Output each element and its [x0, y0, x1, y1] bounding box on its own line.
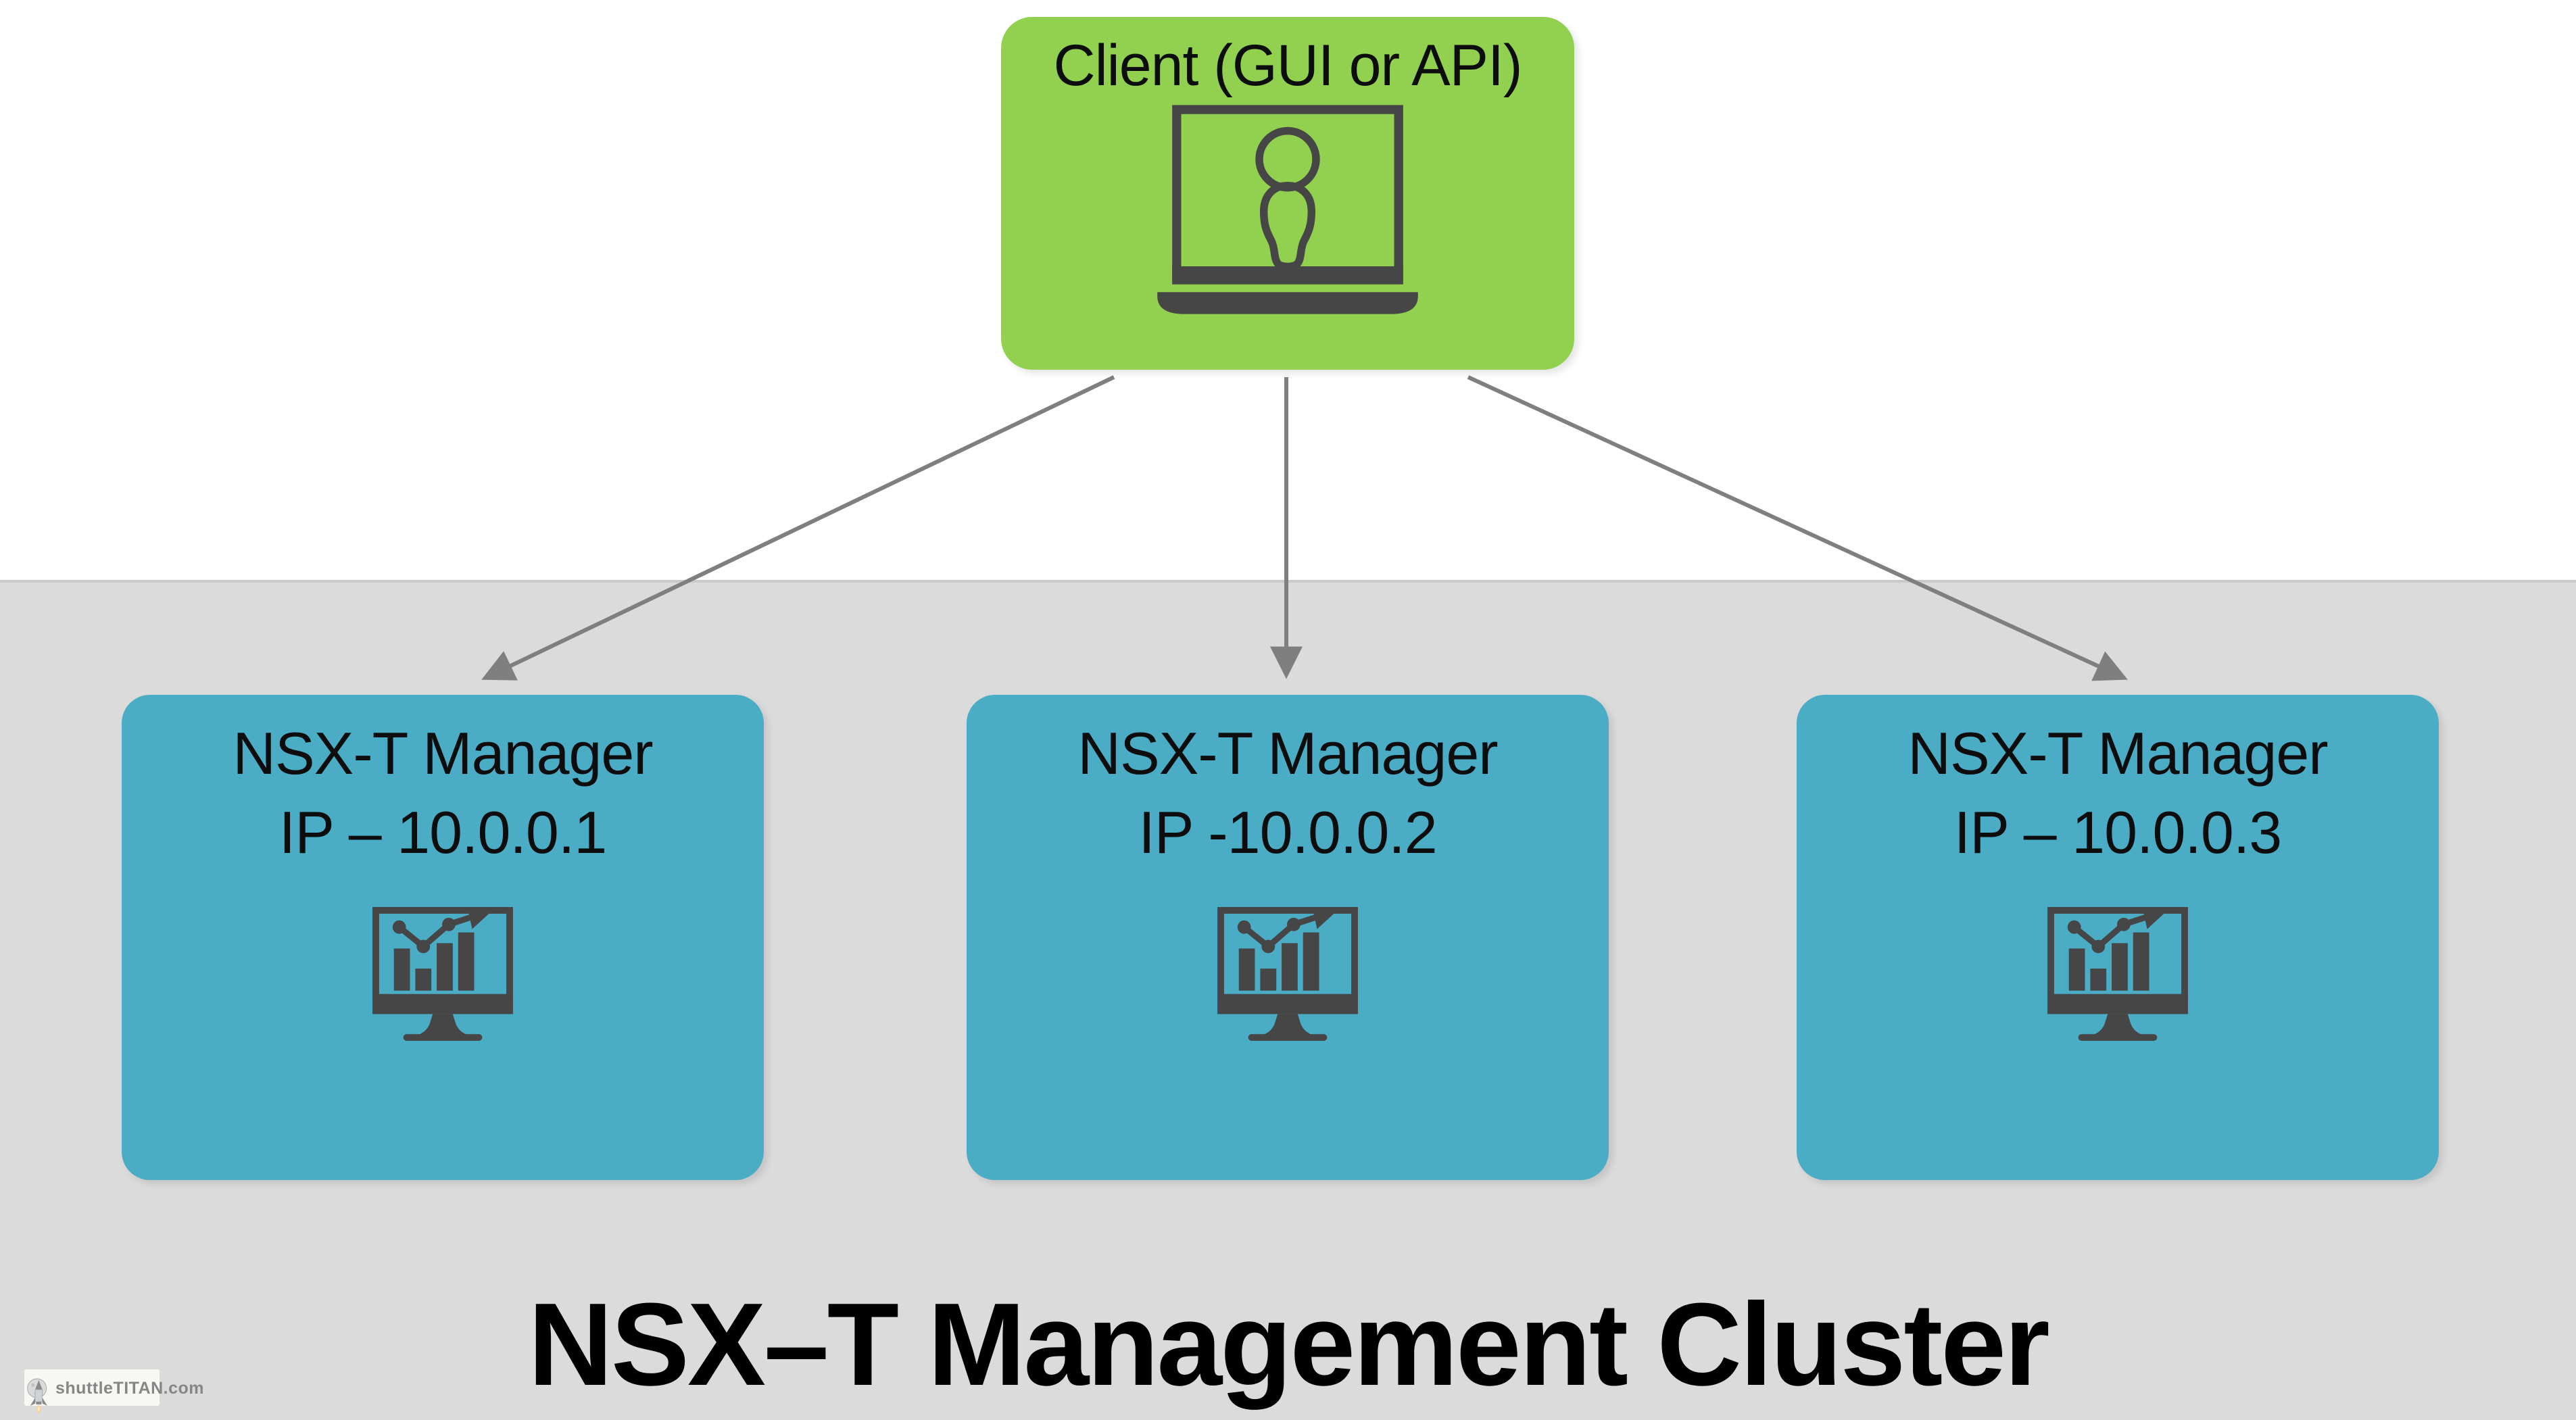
client-box: Client (GUI or API)	[1001, 17, 1574, 370]
manager-ip: IP – 10.0.0.1	[278, 799, 607, 866]
manager-box-1: NSX-T Manager IP – 10.0.0.1	[122, 695, 764, 1180]
manager-title: NSX-T Manager	[1907, 720, 2328, 787]
manager-ip: IP -10.0.0.2	[1138, 799, 1437, 866]
arrow-client-to-manager3	[1467, 375, 2128, 681]
manager-title: NSX-T Manager	[233, 720, 653, 787]
monitor-chart-icon	[1217, 907, 1358, 1041]
manager-title: NSX-T Manager	[1077, 720, 1498, 787]
laptop-user-icon	[1146, 103, 1430, 318]
rocket-moon-icon	[26, 1371, 53, 1420]
manager-box-3: NSX-T Manager IP – 10.0.0.3	[1797, 695, 2439, 1180]
monitor-chart-icon	[2047, 907, 2188, 1041]
client-box-label: Client (GUI or API)	[1053, 33, 1522, 98]
monitor-chart-icon	[372, 907, 513, 1041]
diagram-title: NSX–T Management Cluster	[528, 1278, 2050, 1410]
watermark-text: shuttleTITAN.com	[55, 1379, 205, 1398]
manager-box-2: NSX-T Manager IP -10.0.0.2	[967, 695, 1609, 1180]
watermark-logo: shuttleTITAN.com	[24, 1369, 204, 1406]
manager-ip: IP – 10.0.0.3	[1953, 799, 2282, 866]
arrow-client-to-manager1	[481, 375, 1115, 681]
